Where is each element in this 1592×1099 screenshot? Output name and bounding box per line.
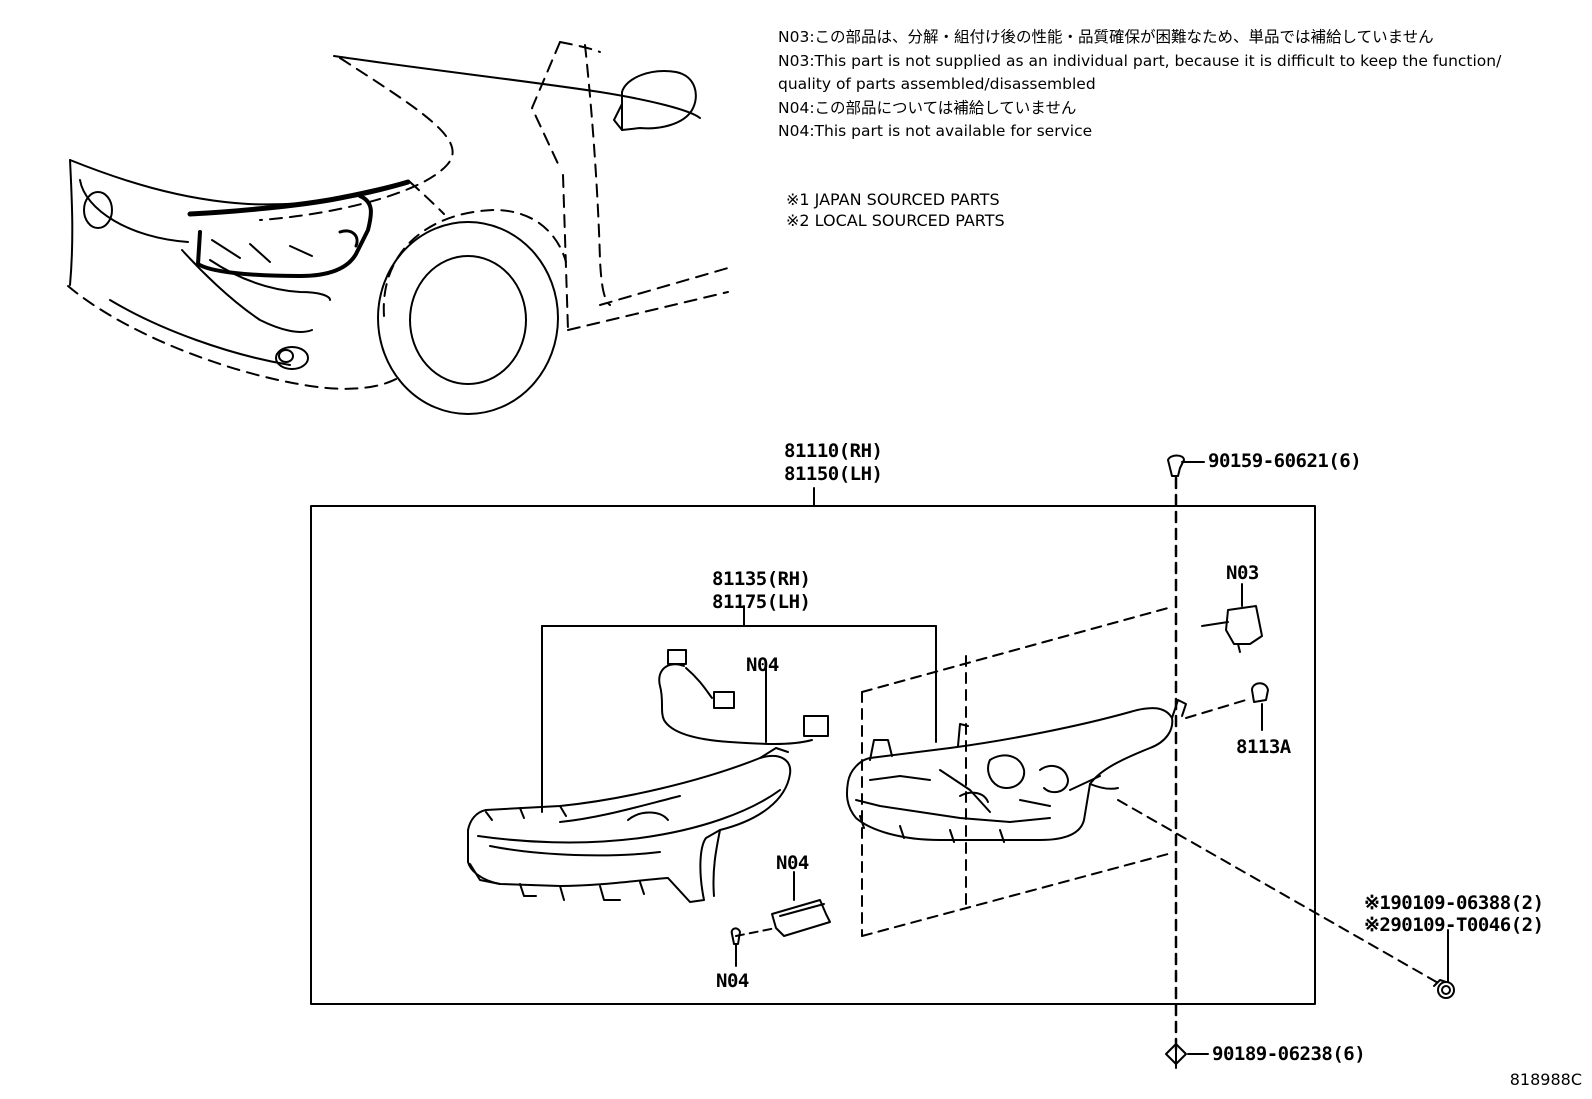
note-line: N03:この部品は、分解・組付け後の性能・品質確保が困難なため、単品では補給して… (778, 28, 1434, 46)
label-socket: 8113A (1236, 736, 1291, 758)
notes-block: N03:この部品は、分解・組付け後の性能・品質確保が困難なため、単品では補給して… (778, 26, 1568, 144)
legend-local: ※2 LOCAL SOURCED PARTS (786, 211, 1005, 230)
legend-block: ※1 JAPAN SOURCED PARTS ※2 LOCAL SOURCED … (786, 189, 1005, 231)
top-screw-illustration (1167, 454, 1205, 477)
bolt-illustration (1433, 929, 1455, 999)
label-n03: N03 (1226, 562, 1259, 584)
label-screw-n04: N04 (716, 970, 749, 992)
assembly-frame (310, 505, 1316, 1005)
note-line: N04:この部品については補給していません (778, 98, 1077, 117)
label-bolt-local: ※290109-T0046(2) (1364, 914, 1544, 936)
headlamp-housing-illustration (846, 699, 1187, 843)
actuator-illustration (1201, 583, 1263, 653)
label-lens-rh: 81135(RH) (712, 568, 811, 590)
module-illustration (730, 871, 831, 967)
label-assembly-rh: 81110(RH) (784, 440, 883, 462)
label-screw-bottom: 90189-06238(6) (1212, 1043, 1366, 1065)
lens-bracket (541, 605, 937, 813)
label-module-n04: N04 (776, 852, 809, 874)
label-lens-lh: 81175(LH) (712, 591, 811, 613)
headlamp-lens-illustration (467, 747, 792, 903)
note-line: quality of parts assembled/disassembled (778, 75, 1096, 93)
label-screw-top: 90159-60621(6) (1208, 450, 1362, 472)
legend-japan: ※1 JAPAN SOURCED PARTS (786, 190, 1000, 209)
wire-harness-illustration (658, 649, 829, 745)
bottom-screw-illustration (1165, 1043, 1209, 1069)
figure-code: 818988C (1509, 1070, 1582, 1089)
label-bolt-japan: ※190109-06388(2) (1364, 892, 1544, 914)
note-line: N03:This part is not supplied as an indi… (778, 51, 1502, 70)
socket-illustration (1251, 682, 1269, 731)
note-line: N04:This part is not available for servi… (778, 122, 1093, 140)
label-wire-n04: N04 (746, 654, 779, 676)
phantom-lines (861, 476, 1441, 1052)
car-front-illustration (67, 41, 729, 415)
label-assembly-lh: 81150(LH) (784, 463, 883, 485)
